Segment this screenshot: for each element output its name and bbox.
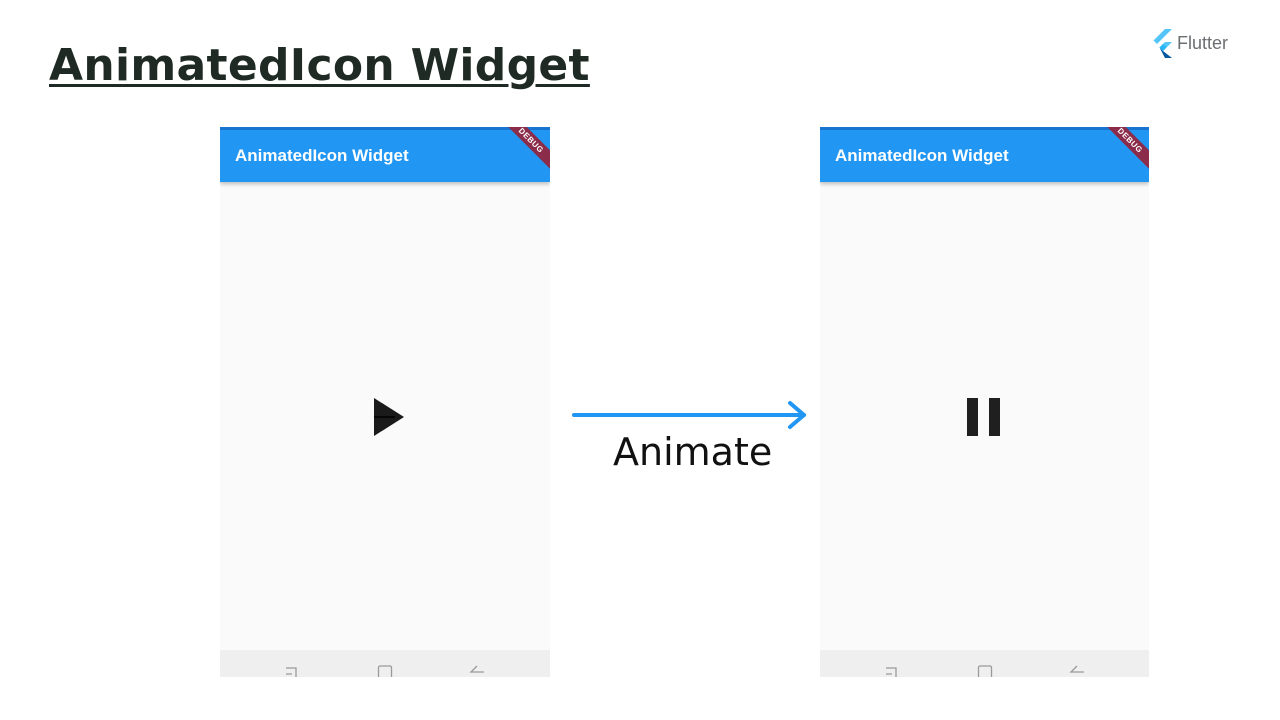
animate-arrow [570, 399, 815, 435]
home-icon[interactable] [977, 664, 993, 677]
recent-apps-icon[interactable] [284, 664, 300, 677]
app-bar-title: AnimatedIcon Widget [835, 146, 1009, 165]
phone-screen-before: AnimatedIcon Widget DEBUG [220, 127, 550, 677]
animate-label: Animate [613, 430, 773, 474]
flutter-logo-icon [1153, 29, 1172, 58]
status-bar [220, 127, 550, 130]
app-bar: AnimatedIcon Widget [220, 130, 550, 182]
right-arrow-icon [572, 401, 806, 429]
android-nav-bar [820, 650, 1149, 677]
app-bar-title: AnimatedIcon Widget [235, 146, 409, 165]
status-bar [820, 127, 1149, 130]
play-arrow-icon[interactable] [372, 397, 406, 441]
flutter-logo: Flutter [1150, 28, 1228, 58]
back-icon[interactable] [469, 664, 485, 677]
pause-icon[interactable] [966, 397, 1002, 441]
phone-screen-after: AnimatedIcon Widget DEBUG [820, 127, 1149, 677]
app-bar: AnimatedIcon Widget [820, 130, 1149, 182]
back-icon[interactable] [1069, 664, 1085, 677]
recent-apps-icon[interactable] [884, 664, 900, 677]
android-nav-bar [220, 650, 550, 677]
home-icon[interactable] [377, 664, 393, 677]
slide-title: AnimatedIcon Widget [49, 40, 590, 91]
brand-name: Flutter [1177, 32, 1229, 53]
